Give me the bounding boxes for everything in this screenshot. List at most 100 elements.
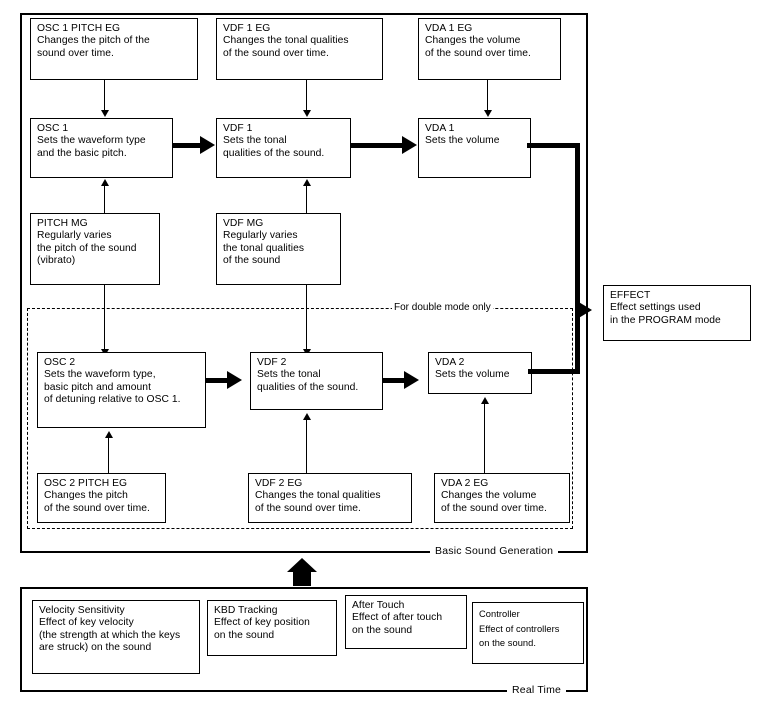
signal-path-vda1-out	[527, 143, 580, 148]
box-line-1: Effect of controllers	[479, 623, 560, 634]
connector-vdf1-eg-to-vdf1	[306, 80, 308, 112]
box-line-1: Regularly varies	[223, 230, 298, 242]
box-title: VDF 1	[223, 123, 253, 134]
box-velocity-sensitivity: Velocity Sensitivity Effect of key veloc…	[32, 600, 200, 674]
connector-vdf2-eg-to-vdf2	[306, 420, 308, 474]
signal-bus-vertical-upper	[575, 143, 580, 313]
box-line-2: on the sound	[214, 629, 275, 641]
box-kbd-tracking: KBD Tracking Effect of key position on t…	[207, 600, 337, 656]
box-title: Controller	[479, 609, 520, 619]
box-line-1: Sets the tonal	[257, 369, 321, 381]
arrow-up-icon	[100, 179, 109, 186]
box-line-2: qualities of the sound.	[223, 147, 325, 159]
box-title: VDF 1 EG	[223, 23, 271, 34]
box-vdf-mg: VDF MG Regularly varies the tonal qualit…	[216, 213, 341, 285]
signal-path-vdf2-to-vda2	[383, 377, 405, 383]
box-osc2: OSC 2 Sets the waveform type, basic pitc…	[37, 352, 206, 428]
box-vda1-eg: VDA 1 EG Changes the volume of the sound…	[418, 18, 561, 80]
box-title: VDF 2 EG	[255, 478, 303, 489]
box-line-1: Changes the pitch of the	[37, 35, 150, 47]
real-time-panel	[20, 587, 588, 692]
box-line-2: of the sound over time.	[425, 47, 531, 59]
box-title: EFFECT	[610, 290, 651, 301]
box-line-1: Changes the tonal qualities	[255, 490, 381, 502]
box-vda1: VDA 1 Sets the volume	[418, 118, 531, 178]
box-line-3: (vibrato)	[37, 255, 76, 267]
box-title: VDF 2	[257, 357, 287, 368]
box-line-1: Regularly varies	[37, 230, 112, 242]
box-line-2: in the PROGRAM mode	[610, 314, 721, 326]
box-title: Velocity Sensitivity	[39, 605, 125, 616]
box-line-3: are struck) on the sound	[39, 642, 152, 654]
arrow-right-icon	[402, 136, 417, 154]
box-osc1-pitch-eg: OSC 1 PITCH EG Changes the pitch of the …	[30, 18, 198, 80]
box-line-1: Sets the tonal	[223, 135, 287, 147]
arrow-right-icon	[200, 136, 215, 154]
box-effect: EFFECT Effect settings used in the PROGR…	[603, 285, 751, 341]
box-pitch-mg: PITCH MG Regularly varies the pitch of t…	[30, 213, 160, 285]
connector-pitch-mg-to-osc2	[104, 285, 106, 351]
box-vdf1-eg: VDF 1 EG Changes the tonal qualities of …	[216, 18, 383, 80]
box-title: OSC 2 PITCH EG	[44, 478, 128, 489]
arrow-right-icon	[577, 301, 592, 319]
box-line-2: on the sound	[352, 624, 413, 636]
box-vda2: VDA 2 Sets the volume	[428, 352, 532, 394]
signal-path-osc1-to-vdf1	[173, 142, 201, 148]
connector-osc1-pitch-eg-to-osc1	[104, 80, 106, 112]
box-line-1: Changes the volume	[441, 490, 537, 502]
arrow-down-icon	[302, 110, 311, 117]
box-line-2: of the sound over time.	[223, 47, 329, 59]
connector-pitch-mg-to-osc1	[104, 186, 106, 214]
box-title: OSC 1	[37, 123, 69, 134]
real-time-label: Real Time	[507, 685, 567, 696]
box-line-3: of detuning relative to OSC 1.	[44, 394, 181, 406]
arrow-up-icon	[302, 179, 311, 186]
connector-vdf-mg-to-vdf2	[306, 285, 308, 351]
box-line-2: and the basic pitch.	[37, 147, 127, 159]
box-line-2: of the sound over time.	[441, 502, 547, 514]
box-line-1: Sets the waveform type,	[44, 369, 156, 381]
signal-bus-vertical-lower	[575, 305, 580, 374]
box-line-1: Sets the volume	[425, 135, 500, 147]
box-osc2-pitch-eg: OSC 2 PITCH EG Changes the pitch of the …	[37, 473, 166, 523]
box-after-touch: After Touch Effect of after touch on the…	[345, 595, 467, 649]
arrow-up-icon	[302, 413, 311, 420]
arrow-up-icon	[480, 397, 489, 404]
box-line-1: Effect settings used	[610, 302, 701, 314]
arrow-up-icon	[287, 558, 317, 572]
arrow-down-icon	[483, 110, 492, 117]
box-line-2: the pitch of the sound	[37, 242, 137, 254]
box-vda2-eg: VDA 2 EG Changes the volume of the sound…	[434, 473, 570, 523]
box-title: PITCH MG	[37, 218, 88, 229]
box-line-1: Sets the volume	[435, 369, 510, 381]
arrow-right-icon	[404, 371, 419, 389]
connector-vda2-eg-to-vda2	[484, 404, 486, 474]
box-line-2: the tonal qualities	[223, 242, 305, 254]
box-title: VDA 2	[435, 357, 465, 368]
box-line-2: basic pitch and amount	[44, 381, 151, 393]
box-osc1: OSC 1 Sets the waveform type and the bas…	[30, 118, 173, 178]
box-title: After Touch	[352, 600, 405, 611]
box-line-2: on the sound.	[479, 638, 536, 648]
box-line-1: Effect of after touch	[352, 612, 443, 624]
arrow-right-icon	[227, 371, 242, 389]
box-title: OSC 2	[44, 357, 76, 368]
box-vdf2-eg: VDF 2 EG Changes the tonal qualities of …	[248, 473, 412, 523]
signal-path-vdf1-to-vda1	[351, 142, 403, 148]
box-vdf2: VDF 2 Sets the tonal qualities of the so…	[250, 352, 383, 410]
box-line-2: (the strength at which the keys	[39, 629, 181, 641]
signal-path-vda2-out	[528, 369, 580, 374]
box-line-2: of the sound over time.	[255, 502, 361, 514]
box-title: VDA 1	[425, 123, 455, 134]
signal-path-osc2-to-vdf2	[206, 377, 228, 383]
box-line-1: Sets the waveform type	[37, 135, 146, 147]
connector-vda1-eg-to-vda1	[487, 80, 489, 112]
box-title: OSC 1 PITCH EG	[37, 23, 121, 34]
box-line-1: Changes the pitch	[44, 490, 128, 502]
basic-sound-generation-label: Basic Sound Generation	[430, 546, 559, 557]
box-title: KBD Tracking	[214, 605, 278, 616]
box-line-3: of the sound	[223, 255, 281, 267]
box-line-2: of the sound over time.	[44, 502, 150, 514]
arrow-down-icon	[100, 110, 109, 117]
connector-vdf-mg-to-vdf1	[306, 186, 308, 214]
